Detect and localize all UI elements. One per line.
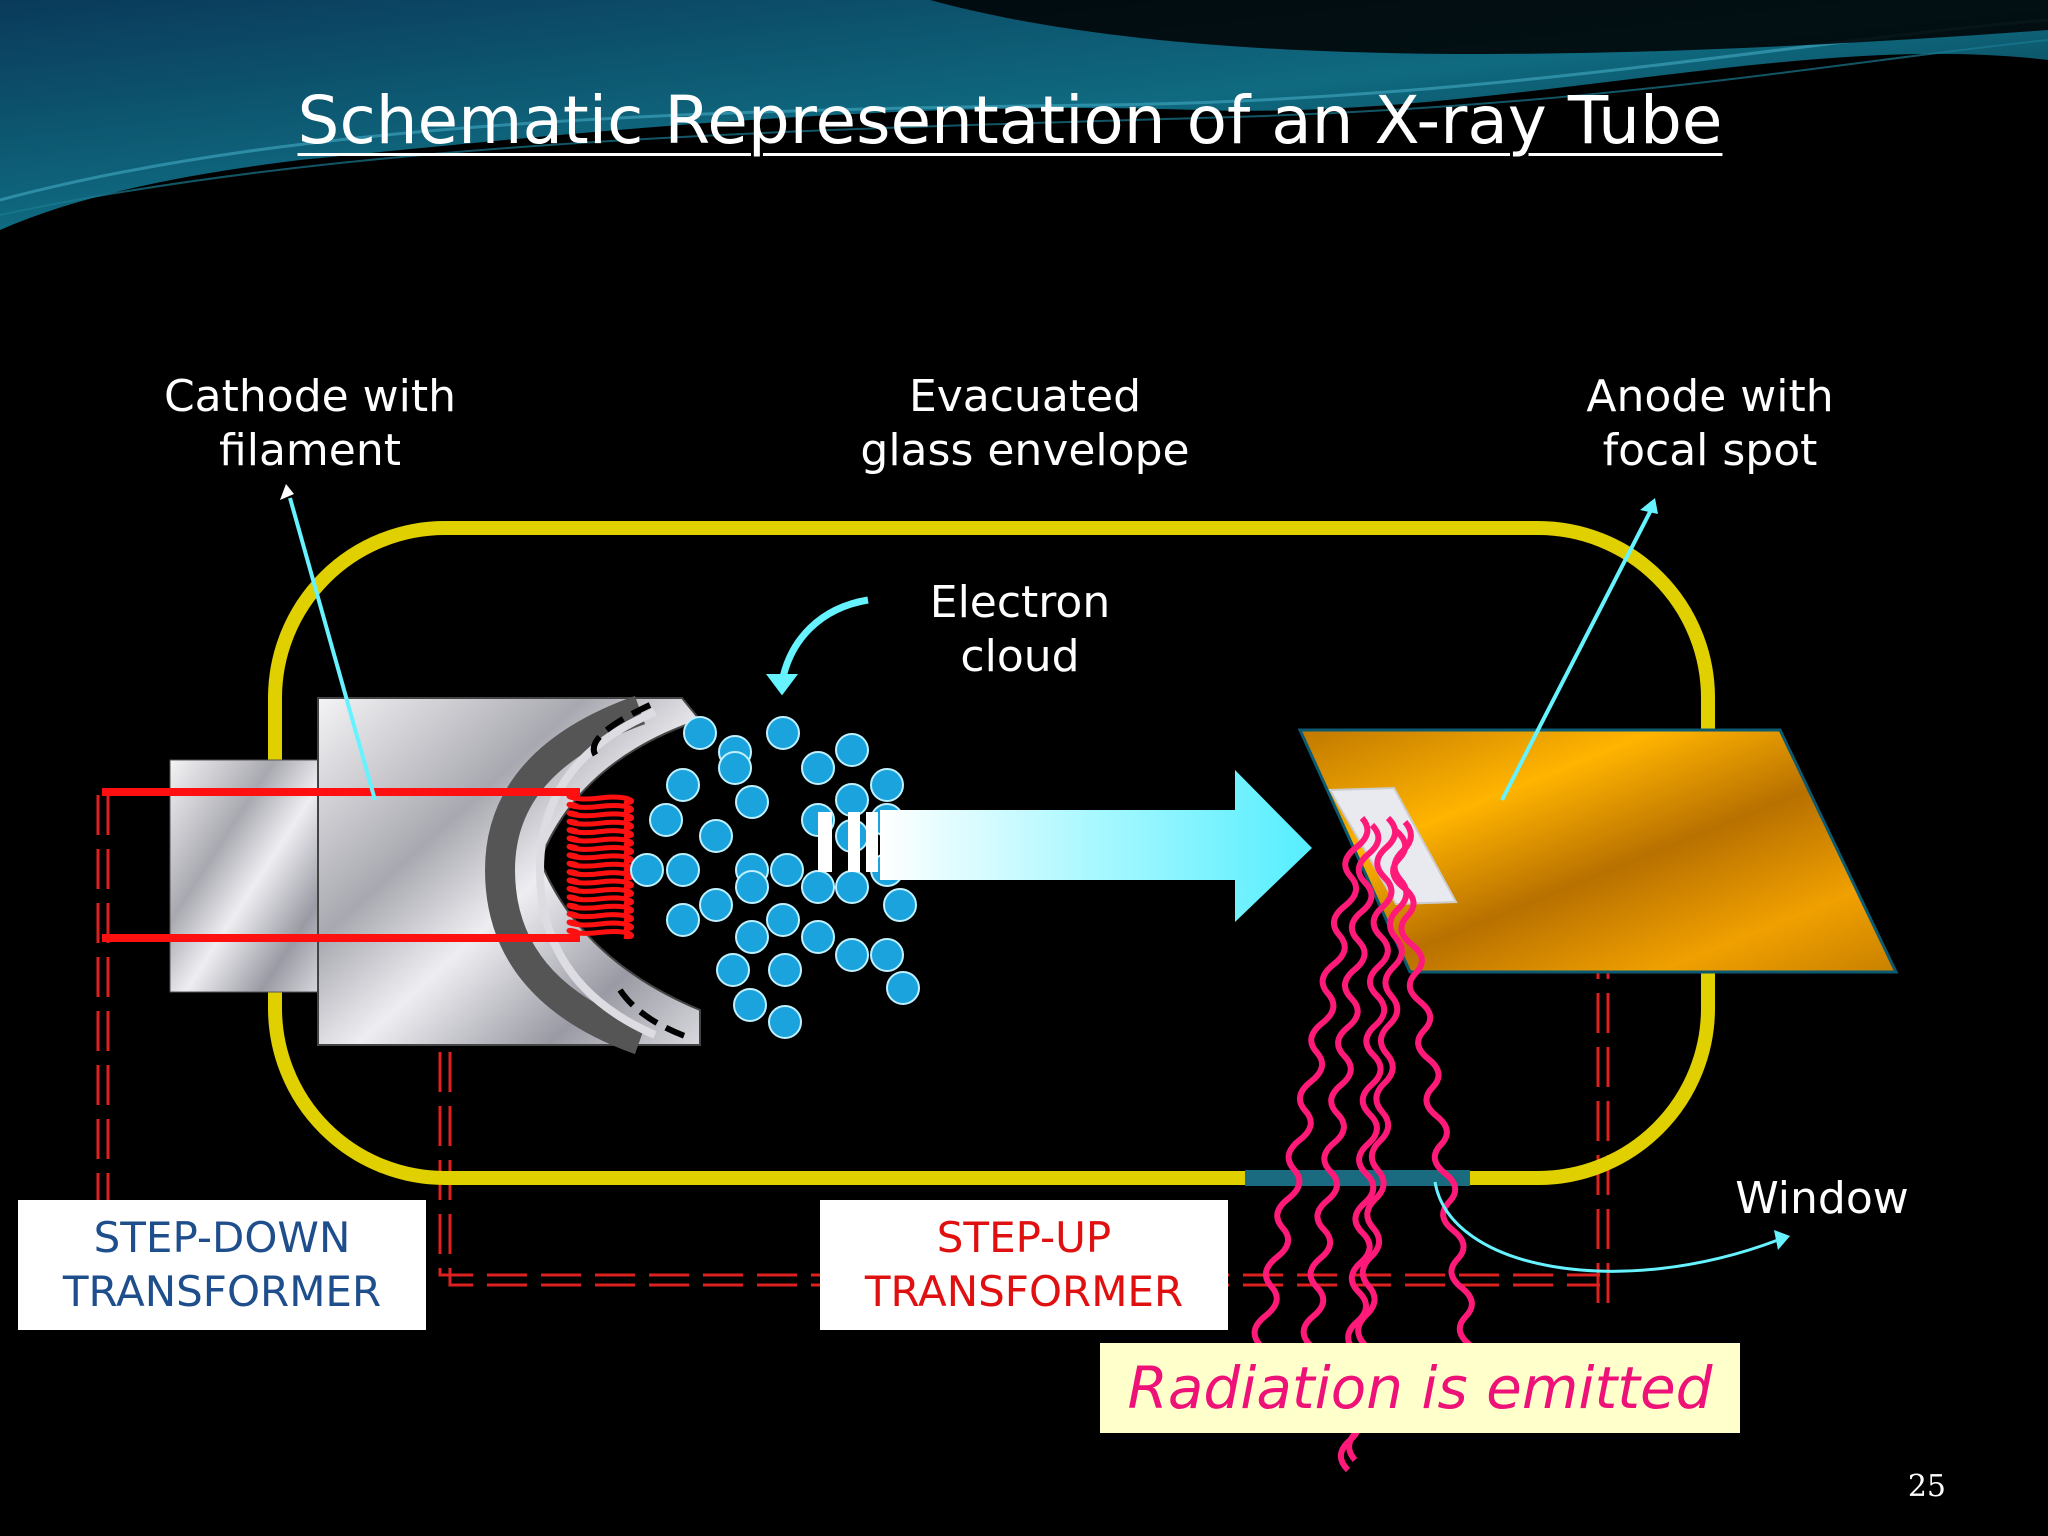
focal-spot [1328,786,1458,906]
electron-cloud-label: Electron cloud [880,576,1160,684]
step-up-transformer-box: STEP-UP TRANSFORMER [820,1200,1228,1330]
filament-coil-turn [566,810,634,822]
filament-coil-turn [566,827,634,839]
cloud-label-line2: cloud [960,631,1080,682]
electron [801,870,835,904]
page-title: Schematic Representation of an X-ray Tub… [297,82,1723,159]
electron [735,920,769,954]
step-up-line2: TRANSFORMER [864,1267,1184,1316]
electron [883,888,917,922]
filament-coil-turn [566,919,634,931]
electron [716,953,750,987]
electron [835,783,869,817]
electron [768,953,802,987]
electron [835,870,869,904]
electron [666,768,700,802]
radiation-wave [1300,822,1382,1348]
pointer-arrows [280,484,1790,1273]
electron [835,938,869,972]
background-wave [0,0,2048,230]
electron [666,853,700,887]
filament-coil-turn [566,894,634,906]
window-pointer [1433,1181,1779,1273]
electron [886,971,920,1005]
electron [683,716,717,750]
electron [835,733,869,767]
cathode-label-line2: filament [219,425,401,476]
electron [766,716,800,750]
radiation-emitted-box: Radiation is emitted [1100,1343,1740,1433]
envelope-label-line1: Evacuated [908,371,1142,422]
electron [801,920,835,954]
electron [649,803,683,837]
electron [768,1005,802,1039]
filament-coil-turn [566,835,634,847]
electron [630,853,664,887]
filament-coil-turn [566,911,634,923]
electron [801,751,835,785]
filament-coil-turn [566,852,634,864]
anode-label: Anode with focal spot [1540,370,1880,478]
filament-coil-turn [566,927,634,940]
electron [699,819,733,853]
radiation-wave [1251,815,1371,1348]
electron-beam [818,770,1312,922]
cathode [169,695,702,1055]
anode-label-line2: focal spot [1602,425,1818,476]
step-down-line1: STEP-DOWN [93,1213,351,1262]
cathode-label-line1: Cathode with [163,371,457,422]
cathode-label: Cathode with filament [150,370,470,478]
step-down-transformer-box: STEP-DOWN TRANSFORMER [18,1200,426,1330]
anode-pointer [1500,507,1654,801]
cloud-pointer [778,596,869,683]
filament [102,788,634,942]
anode-label-line1: Anode with [1586,371,1834,422]
filament-coil-turn [566,843,634,856]
filament-coil-turn [566,801,634,814]
step-down-line2: TRANSFORMER [62,1267,382,1316]
radiation-wave [1390,827,1475,1348]
electron [699,888,733,922]
electron [870,938,904,972]
electron [766,903,800,937]
filament-coil-turn [566,902,634,914]
cloud-label-line1: Electron [929,577,1111,628]
filament-coil-turn [566,877,634,889]
electron [666,903,700,937]
step-up-line1: STEP-UP [936,1213,1112,1262]
cathode-pointer [288,497,377,801]
filament-coil-turn [566,860,634,872]
filament-coil-turn [566,793,634,805]
electron [870,768,904,802]
envelope-label: Evacuated glass envelope [850,370,1200,478]
filament-coil-turn [566,885,634,898]
electron [718,751,752,785]
electron [735,870,769,904]
page-number: 25 [1907,1469,1946,1504]
anode [1297,728,1899,974]
electron-cloud [630,716,920,1039]
electron [770,853,804,887]
electron [733,988,767,1022]
window-label: Window [1735,1173,1909,1224]
electron [735,785,769,819]
filament-coil-turn [566,818,634,830]
filament-coil-turn [566,869,634,881]
envelope-label-line2: glass envelope [860,425,1190,476]
